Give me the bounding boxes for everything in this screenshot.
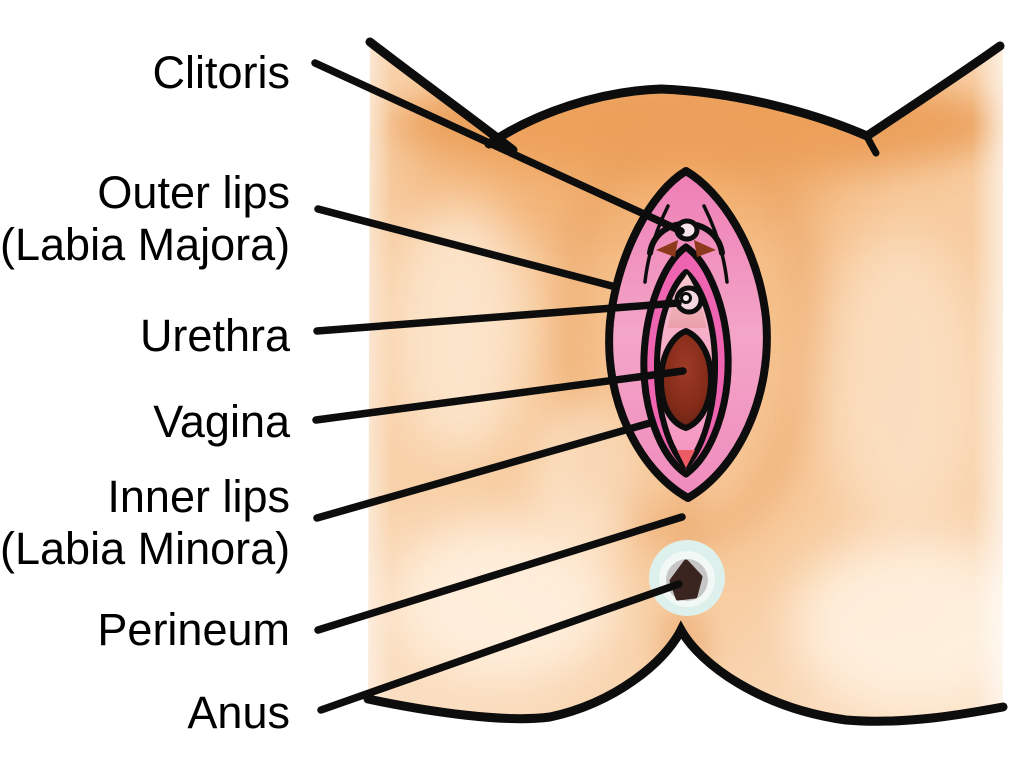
- right-crease-flick: [862, 131, 880, 157]
- right-edge-fade: [972, 30, 1022, 730]
- vulva: [605, 167, 771, 502]
- label-text: Outer lips: [97, 167, 290, 218]
- label-clitoris: Clitoris: [0, 47, 290, 99]
- label-anus: Anus: [0, 687, 290, 739]
- hood-fold-left: [643, 204, 670, 284]
- hood-fold-right: [702, 204, 729, 284]
- left-edge-fade: [340, 30, 392, 720]
- anus-area: [649, 540, 725, 616]
- leader-line-urethra: [313, 299, 682, 335]
- label-text: Anus: [187, 687, 290, 738]
- body-outline: [363, 37, 1008, 726]
- label-text: Urethra: [139, 310, 290, 361]
- leader-line-perineum: [314, 513, 686, 634]
- label-perineum: Perineum: [0, 604, 290, 656]
- leader-line-outer-lips: [314, 205, 616, 290]
- label-urethra: Urethra: [0, 310, 290, 362]
- vaginal-opening: [658, 328, 714, 431]
- buttocks-bottom-contour: [363, 620, 1008, 726]
- leader-line-clitoris: [311, 59, 685, 235]
- leader-line-inner-lips: [313, 419, 654, 522]
- label-text: Clitoris: [152, 47, 290, 98]
- label-inner-lips: Inner lips (Labia Minora): [0, 471, 290, 575]
- label-text: (Labia Minora): [0, 523, 291, 574]
- leader-lines: [311, 59, 687, 714]
- mons-contour: [484, 84, 872, 149]
- label-text: Perineum: [97, 604, 290, 655]
- label-outer-lips: Outer lips (Labia Majora): [0, 167, 290, 271]
- fourchette: [677, 450, 695, 468]
- label-vagina: Vagina: [0, 396, 290, 448]
- skin-shading: [390, 70, 1003, 715]
- hood-shadow-left: [656, 240, 678, 257]
- body-skin: [340, 30, 1022, 730]
- right-hip-line: [862, 41, 1005, 141]
- label-text: (Labia Majora): [0, 219, 291, 270]
- leader-line-anus: [317, 580, 683, 714]
- label-text: Vagina: [153, 396, 290, 447]
- label-text: Inner lips: [107, 471, 290, 522]
- anus-opening: [669, 559, 703, 601]
- leader-line-vagina: [312, 367, 687, 424]
- urethral-opening-center: [680, 292, 692, 304]
- hood-shadow-right: [694, 240, 716, 257]
